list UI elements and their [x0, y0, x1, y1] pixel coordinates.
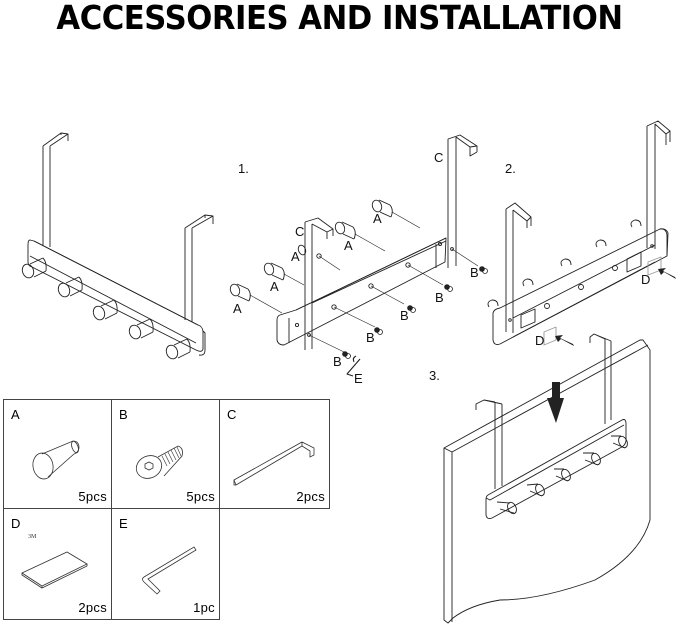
part-letter: E	[119, 516, 128, 531]
adhesive-pad-icon	[21, 551, 88, 589]
door-bracket-icon	[233, 441, 315, 486]
hook-peg-icon	[32, 440, 80, 480]
rack-hook	[165, 338, 191, 360]
step3-illustration	[443, 333, 651, 624]
hex-screw-icon	[135, 445, 183, 479]
arrow-icon	[555, 335, 574, 346]
part-sublabel: 3M	[28, 534, 37, 540]
screw-b	[342, 266, 485, 357]
door-hook	[526, 483, 545, 497]
step1-exploded-illustration	[229, 134, 488, 377]
hook-a	[371, 199, 421, 229]
callout-label: A	[291, 249, 300, 264]
callout-label: E	[354, 371, 363, 386]
part-quantity: 1pc	[193, 600, 215, 615]
callout-label: B	[366, 330, 375, 345]
arrow-icon	[658, 268, 676, 279]
step-number: 3.	[429, 368, 440, 383]
callout-label: C	[295, 224, 305, 239]
part-cell-d: D 3M 2pcs	[3, 508, 112, 620]
callout-label: B	[435, 290, 444, 305]
part-cell-b: B 5pcs	[111, 399, 220, 509]
step-number: 1.	[238, 161, 249, 176]
part-quantity: 2pcs	[78, 600, 107, 615]
callout-label: A	[344, 238, 353, 253]
allen-wrench-icon	[142, 546, 197, 595]
part-quantity: 5pcs	[186, 489, 215, 504]
rack-hook	[92, 299, 118, 321]
rack-hook	[21, 257, 47, 279]
callout-label: C	[434, 150, 444, 165]
part-quantity: 2pcs	[296, 489, 325, 504]
part-quantity: 5pcs	[78, 489, 107, 504]
step-number: 2.	[505, 161, 516, 176]
callout-label: D	[535, 333, 545, 348]
assembled-rack-illustration	[21, 132, 214, 360]
down-arrow-icon	[547, 382, 564, 423]
door-hook	[496, 501, 517, 515]
callout-label: B	[470, 265, 479, 280]
callout-label: D	[641, 272, 651, 287]
allen-wrench-small	[346, 355, 361, 377]
rack-hook	[57, 276, 83, 298]
page-title: ACCESSORIES AND INSTALLATION	[56, 0, 623, 37]
callout-label: A	[270, 279, 279, 294]
rack-hook	[128, 318, 154, 340]
part-letter: B	[119, 407, 128, 422]
callout-label: A	[373, 211, 382, 226]
part-letter: A	[11, 407, 20, 422]
callout-label: B	[333, 354, 342, 369]
hook-a	[297, 244, 307, 256]
hook-a	[229, 283, 283, 314]
hook-a	[334, 221, 386, 252]
part-cell-c: C 2pcs	[219, 399, 330, 509]
callout-label: A	[233, 301, 242, 316]
callout-label: B	[400, 308, 409, 323]
door-hook	[611, 435, 628, 449]
door-hook	[554, 468, 571, 482]
door-hook	[583, 452, 601, 466]
part-letter: C	[227, 407, 237, 422]
part-cell-e: E 1pc	[111, 508, 220, 620]
part-cell-a: A 5pcs	[3, 399, 112, 509]
part-letter: D	[11, 516, 21, 531]
step2-illustration	[487, 120, 676, 346]
hook-a	[263, 262, 305, 286]
